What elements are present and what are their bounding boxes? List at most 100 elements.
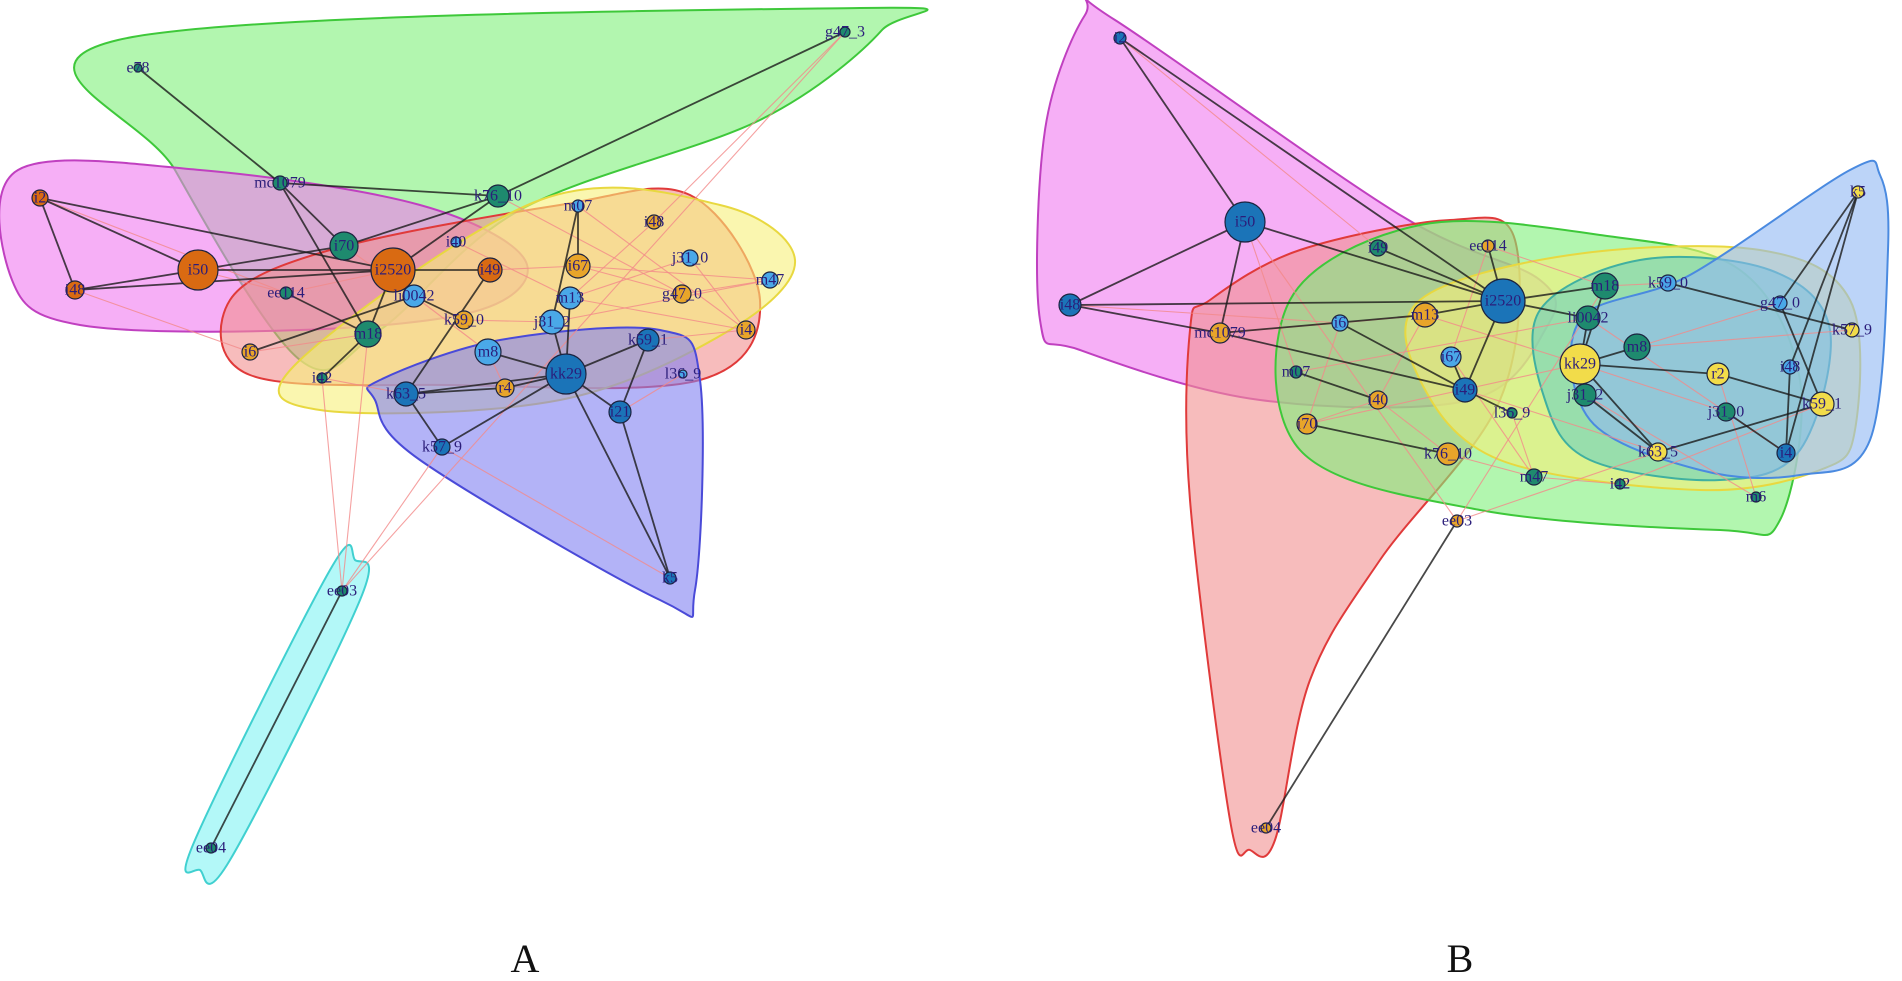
panel-a-node-ee04[interactable]: ee04 xyxy=(196,840,226,857)
panel-a-node-i4[interactable]: i4 xyxy=(736,320,756,340)
panel-b-faint-edge xyxy=(1424,314,1581,365)
panel-a-node-i48[interactable]: i48 xyxy=(65,280,85,300)
panel-a-node-i21[interactable]: i21 xyxy=(608,400,632,424)
node-circle xyxy=(272,175,288,191)
panel-a-node-m8[interactable]: m8 xyxy=(474,338,502,366)
panel-b-strong-edge xyxy=(1785,366,1791,454)
node-label: i49 xyxy=(480,262,500,279)
panel-b-node-i50[interactable]: i50 xyxy=(1224,201,1266,243)
panel-a-node-l36-9[interactable]: l36_9 xyxy=(665,366,701,383)
panel-a-node-i42[interactable]: i42 xyxy=(312,370,332,387)
panel-b-node-k63-5[interactable]: k63_5 xyxy=(1638,442,1678,462)
panel-b-node-ee04[interactable]: ee04 xyxy=(1251,820,1281,837)
panel-b-strong-edge xyxy=(1789,191,1859,368)
panel-a-node-ee114[interactable]: ee114 xyxy=(267,285,305,302)
node-label: k76_10 xyxy=(1424,446,1472,463)
panel-b-node-m6[interactable]: m6 xyxy=(1746,489,1766,506)
panel-a-node-m18[interactable]: m18 xyxy=(354,320,382,348)
panel-a-strong-edge xyxy=(279,182,345,247)
panel-a-node-i2[interactable]: i2 xyxy=(31,189,49,207)
panel-b-strong-edge xyxy=(1119,37,1246,223)
panel-b-node-r2[interactable]: r2 xyxy=(1706,362,1730,386)
panel-b-node-g47-0[interactable]: g47_0 xyxy=(1760,295,1800,312)
panel-b-node-m47[interactable]: m47 xyxy=(1520,468,1548,486)
panel-a-node-ee03[interactable]: ee03 xyxy=(327,583,357,600)
panel-a-node-k63-5[interactable]: k63_5 xyxy=(386,381,426,407)
panel-b-node-k57-9[interactable]: k57_9 xyxy=(1832,322,1872,339)
panel-b-strong-edge xyxy=(1306,423,1449,455)
panel-a-node-r4[interactable]: r4 xyxy=(495,378,515,398)
panel-a-node-i6[interactable]: i6 xyxy=(241,343,259,361)
panel-b-node-i49b[interactable]: i49 xyxy=(1452,377,1478,403)
panel-a-faint-edge xyxy=(577,265,683,295)
panel-a-strong-edge xyxy=(39,197,394,271)
node-circle xyxy=(545,353,587,395)
panel-a-node-i67[interactable]: i67 xyxy=(565,253,591,279)
panel-a-node-i40[interactable]: i40 xyxy=(446,234,466,251)
panel-b-node-j31-0[interactable]: j31_0 xyxy=(1707,402,1744,422)
panel-a-node-i49[interactable]: i49 xyxy=(477,257,503,283)
panel-b-faint-edge xyxy=(1244,221,1297,373)
node-label: i48 xyxy=(644,214,664,231)
node-circle xyxy=(1331,314,1349,332)
panel-b-node-i6[interactable]: i6 xyxy=(1331,314,1349,332)
panel-a-node-k76-10[interactable]: k76_10 xyxy=(474,184,522,208)
panel-b-node-kk29[interactable]: kk29 xyxy=(1559,343,1601,385)
panel-b-node-l36-9[interactable]: l36_9 xyxy=(1494,405,1530,422)
panel-b-node-k59-0[interactable]: k59_0 xyxy=(1648,274,1688,292)
node-label: i6 xyxy=(1334,315,1346,332)
panel-b-node-i2520[interactable]: i2520 xyxy=(1480,278,1526,324)
panel-b-node-ee03[interactable]: ee03 xyxy=(1442,513,1472,530)
panel-b-node-i42[interactable]: i42 xyxy=(1610,476,1630,493)
panel-a-node-m07[interactable]: m07 xyxy=(564,198,592,215)
panel-b-node-i49[interactable]: i49 xyxy=(1368,239,1388,257)
node-circle xyxy=(558,286,582,310)
panel-a-node-e78[interactable]: e78 xyxy=(126,60,149,77)
panel-a-node-g47-3[interactable]: g47_3 xyxy=(825,24,865,41)
panel-b-node-i4[interactable]: i4 xyxy=(1776,443,1796,463)
panel-a-node-j31-2[interactable]: j31_2 xyxy=(533,309,570,335)
panel-b-node-li0042[interactable]: li0042 xyxy=(1568,305,1609,331)
node-label: k57_9 xyxy=(1832,322,1872,339)
panel-b-node-j31-2[interactable]: j31_2 xyxy=(1566,383,1603,407)
panel-b-node-m8[interactable]: m8 xyxy=(1623,333,1651,361)
node-circle xyxy=(1573,383,1597,407)
panel-a-node-i2520[interactable]: i2520 xyxy=(370,247,416,293)
panel-a-node-k5[interactable]: k5 xyxy=(662,570,678,587)
panel-b-faint-edge xyxy=(1447,453,1535,478)
panel-b-node-m13[interactable]: m13 xyxy=(1411,302,1439,328)
panel-b-node-i40[interactable]: i40 xyxy=(1368,390,1388,410)
panel-b-node-i67[interactable]: i67 xyxy=(1440,346,1462,368)
panel-b-node-ee114[interactable]: ee114 xyxy=(1469,238,1507,255)
node-circle xyxy=(1659,274,1677,292)
node-label: j31_2 xyxy=(533,314,570,331)
panel-b-node-i48[interactable]: i48 xyxy=(1058,293,1082,317)
panel-b-faint-edge xyxy=(1579,363,1727,413)
panel-b-node-k59-1[interactable]: k59_1 xyxy=(1802,391,1842,417)
panel-a-node-k59-0[interactable]: k59_0 xyxy=(444,310,484,330)
panel-a-node-k59-1[interactable]: k59_1 xyxy=(628,328,668,352)
panel-b-node-k76-10[interactable]: k76_10 xyxy=(1424,442,1472,466)
panel-b-node-m07[interactable]: m07 xyxy=(1282,364,1310,381)
panel-a-node-i70[interactable]: i70 xyxy=(329,231,359,261)
panel-b-node-i2[interactable]: i2 xyxy=(1113,30,1127,47)
panel-a-node-kk29[interactable]: kk29 xyxy=(545,353,587,395)
panel-b-node-k5[interactable]: k5 xyxy=(1850,184,1866,201)
node-circle xyxy=(329,231,359,261)
panel-a-node-g47-0[interactable]: g47_0 xyxy=(662,284,702,304)
panel-a-node-k57-9[interactable]: k57_9 xyxy=(422,438,462,456)
panel-a-node-li0042[interactable]: li0042 xyxy=(394,284,435,308)
panel-a-node-mc1079[interactable]: mc1079 xyxy=(254,175,306,192)
panel-b-node-mc1079[interactable]: mc1079 xyxy=(1194,322,1246,344)
panel-b-node-i70[interactable]: i70 xyxy=(1296,413,1318,435)
node-circle xyxy=(571,199,585,213)
panel-a-node-m47[interactable]: m47 xyxy=(756,271,784,289)
panel-a-node-m13[interactable]: m13 xyxy=(556,286,584,310)
panel-a-node-i48b[interactable]: i48 xyxy=(644,214,664,231)
panel-a-node-j31-0[interactable]: j31_0 xyxy=(671,249,708,267)
node-label: kk29 xyxy=(550,366,582,383)
panel-a-node-i50[interactable]: i50 xyxy=(177,249,219,291)
panel-b-node-i48b[interactable]: i48 xyxy=(1780,359,1800,376)
panel-b-node-m18[interactable]: m18 xyxy=(1591,272,1619,300)
